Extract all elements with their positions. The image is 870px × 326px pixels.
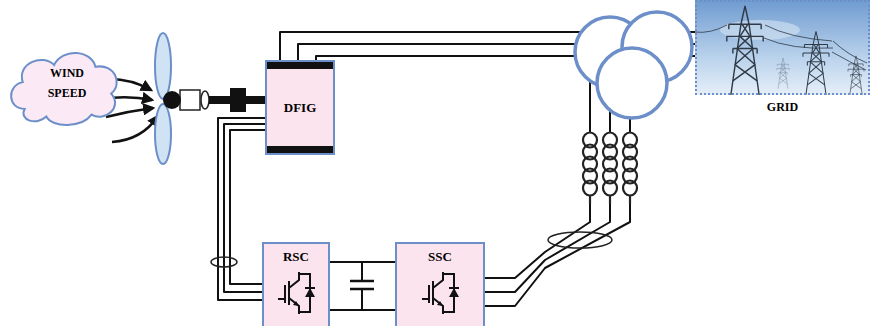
blade: [155, 33, 171, 99]
converter-box: RSC: [262, 242, 330, 326]
phase-wire: [330, 261, 395, 263]
cloud-shape: [11, 53, 117, 125]
igbt-symbol: [422, 272, 459, 314]
pylon: [727, 6, 763, 95]
power-wires: [695, 25, 867, 70]
inductor-turn: [623, 181, 637, 196]
grid-picture: [695, 0, 870, 95]
igbt-symbol: [276, 271, 316, 315]
inductor-turn: [583, 181, 597, 196]
inductors: [581, 132, 639, 204]
transformer-winding: [597, 48, 667, 118]
cloud-outline: [5, 42, 123, 128]
capacitor-plate: [350, 281, 374, 289]
inductor-turn: [603, 181, 617, 196]
phase-wire: [230, 130, 265, 284]
converter-box: SSC: [395, 242, 485, 326]
generator-box: DFIG: [265, 60, 335, 155]
gearbox: [180, 90, 200, 110]
dc-link-capacitor: [350, 262, 374, 310]
blade: [155, 104, 171, 164]
pylon: [777, 58, 790, 89]
wind-cloud: WIND SPEED: [5, 42, 123, 128]
inductor-lead: [590, 132, 630, 204]
bundle-ring: [211, 257, 237, 267]
grid-panel: GRID: [695, 0, 870, 95]
bundle-ring: [548, 232, 612, 248]
node-label: DFIG: [284, 100, 317, 116]
capacitor-lead: [361, 262, 363, 310]
pylon: [803, 31, 829, 95]
hub: [163, 91, 181, 109]
inductor-ground: [581, 132, 639, 204]
three-phase-line: [330, 262, 395, 310]
node-label: WIND SPEED: [37, 63, 97, 104]
wind-arrow: [112, 116, 158, 142]
transformer-symbol: [575, 12, 692, 118]
three-phase-line: [218, 118, 265, 300]
drawing-part: [583, 132, 637, 204]
phase-wire: [218, 118, 265, 300]
slip-rings: [230, 88, 246, 112]
sky: [695, 0, 870, 95]
igbt-symbol: [278, 272, 315, 314]
phase-wire: [330, 309, 395, 311]
igbt-symbol: [420, 271, 460, 315]
coupling: [201, 91, 209, 109]
node-label: SSC: [428, 249, 452, 265]
node-label: GRID: [767, 100, 798, 114]
turbine-rotor: [155, 33, 265, 164]
node-label: RSC: [283, 249, 309, 265]
